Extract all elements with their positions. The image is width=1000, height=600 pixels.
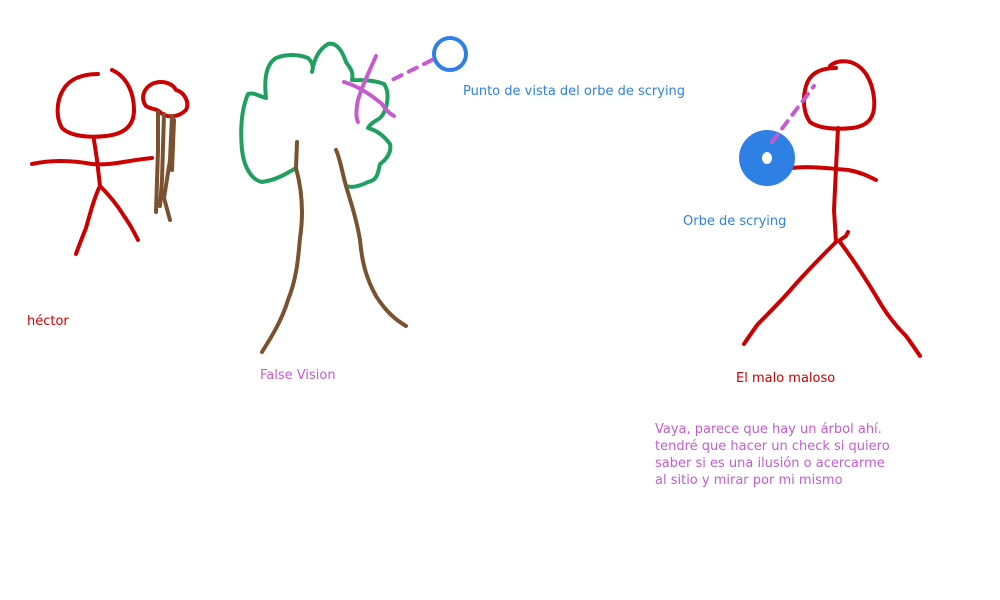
hector-arms [30,156,154,167]
villain-figure [742,59,922,358]
hector-right-leg [98,184,140,242]
illusion-tree [239,41,408,354]
villain-hand [838,230,850,242]
illusion-mark [342,54,396,124]
illusion-tree-crown [239,41,393,189]
hector-figure [30,68,154,256]
note-line: Vaya, parece que hay un árbol ahí. [655,422,882,437]
illusion-tree-trunk [260,140,408,354]
villain-head [801,59,877,131]
note-line: saber si es una ilusión o acercarme [655,456,885,471]
hector-left-leg [74,184,102,256]
scrying-orb-highlight [762,152,772,164]
villain-right-leg [838,240,922,358]
orb-viewpoint-ring [432,36,468,72]
false-vision-label: False Vision [260,368,336,383]
hector-label: héctor [27,314,69,329]
scrying-orb-label: Orbe de scrying [683,214,787,229]
orb-sight-line [770,84,816,144]
small-tree [141,80,190,222]
small-tree-crown [141,80,190,119]
hector-head [55,68,136,139]
viewpoint-sight-line [390,58,434,82]
note-line: tendré que hacer un check si quiero [655,439,890,454]
hector-body [92,138,102,188]
villain-thought-note: Vaya, parece que hay un árbol ahí. tendr… [655,421,890,489]
orb-viewpoint-label: Punto de vista del orbe de scrying [463,84,686,99]
villain-left-leg [742,240,838,346]
small-tree-trunk [154,110,176,222]
villain-label: El malo maloso [736,371,836,386]
villain-body [832,126,840,244]
note-line: al sitio y mirar por mi mismo [655,473,843,488]
villain-arm [790,165,878,182]
